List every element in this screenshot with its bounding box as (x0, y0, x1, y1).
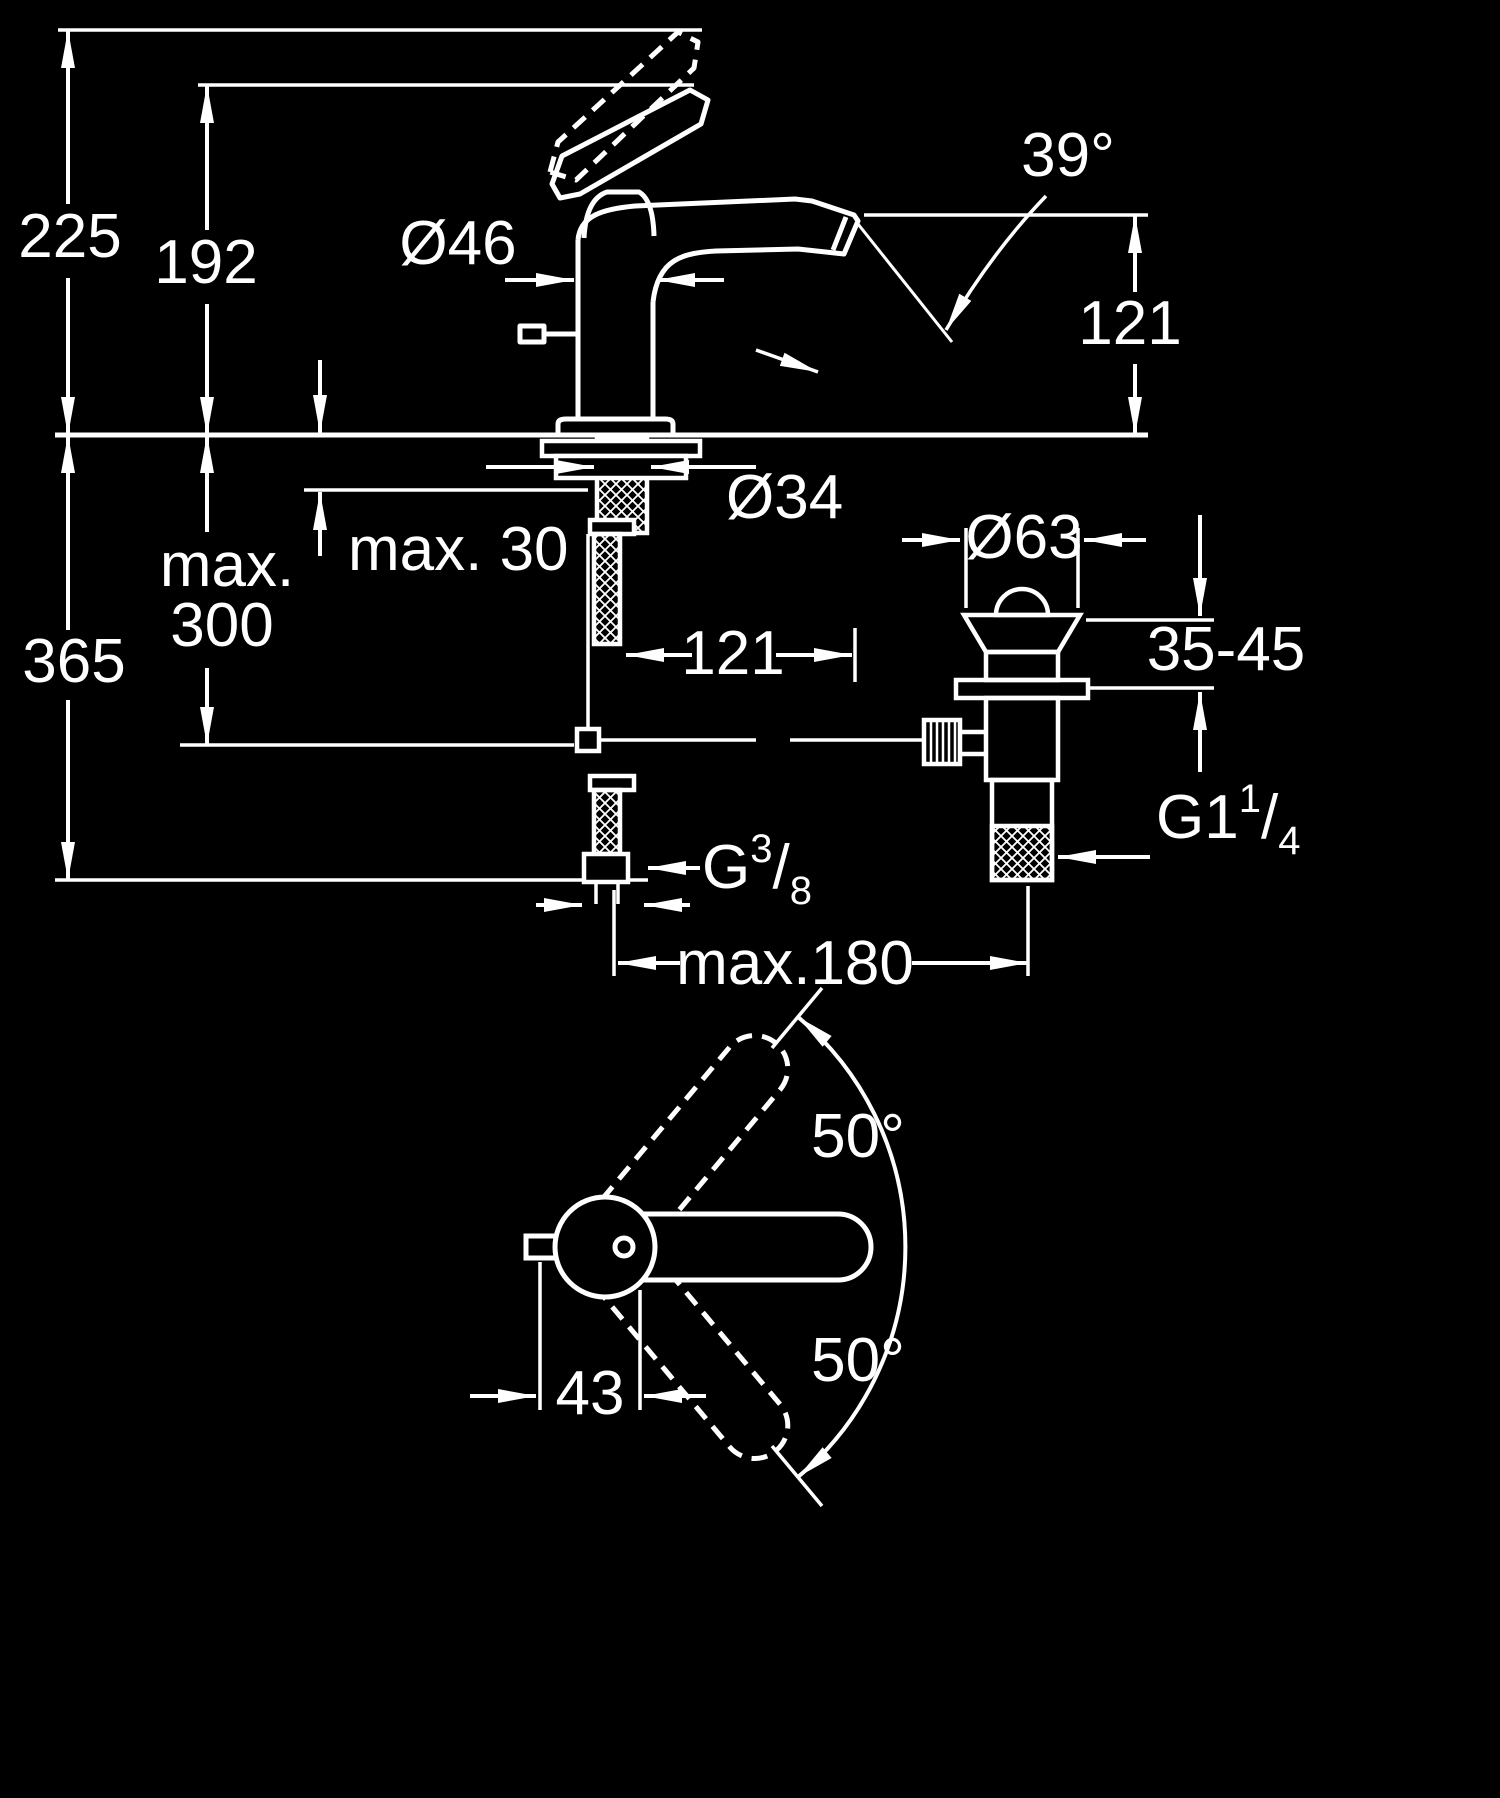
pull-rod-tab (523, 1233, 559, 1261)
spout-angle-reference-line (856, 223, 954, 343)
handle-rest-position (640, 1211, 874, 1283)
handle-top-view (523, 1015, 908, 1479)
pop-up-pull-rod-knob (517, 323, 547, 345)
waste-tailpiece-thread (989, 823, 1055, 883)
waste-body (983, 695, 1061, 783)
lever-handle (549, 87, 711, 201)
aerator-face-line (830, 216, 849, 251)
label-d34: Ø34 (726, 463, 843, 532)
label-365: 365 (22, 627, 125, 696)
supply-hose-lower (591, 787, 623, 857)
label-max300-line2: 300 (170, 591, 273, 660)
label-50deg-upper: 50° (811, 1102, 905, 1171)
label-39deg: 39° (1021, 121, 1115, 190)
cartridge-dome (581, 189, 657, 239)
label-225: 225 (18, 202, 121, 271)
label-121-spout: 121 (1078, 289, 1181, 358)
dim-g3-eighth-leader (536, 861, 700, 912)
lever-handle-raised-dashed (547, 29, 701, 183)
label-121-offset: 121 (681, 619, 784, 688)
spout-angle-leader-arrow (944, 194, 1048, 331)
spout-outline (575, 196, 861, 303)
label-d63: Ø63 (965, 503, 1082, 572)
label-g1-quarter: G11/4 (1156, 777, 1300, 863)
supply-hose-upper (591, 531, 623, 647)
label-max180: max.180 (676, 929, 914, 998)
label-max30: max. 30 (348, 515, 569, 584)
water-flow-arrow (755, 348, 819, 374)
base-collar (555, 416, 676, 435)
waste-neck (983, 649, 1061, 683)
pop-up-waste-assembly (921, 586, 1091, 883)
faucet-side-view (517, 29, 1048, 435)
below-deck-assembly (539, 434, 924, 904)
label-g3-eighth: G3/8 (702, 827, 812, 913)
handle-position-lower-dashed (600, 1250, 791, 1461)
waste-body-flange (953, 677, 1091, 701)
hub-detail-dot (612, 1235, 636, 1259)
waste-flange-funnel (960, 612, 1084, 655)
label-50deg-lower: 50° (811, 1326, 905, 1395)
handle-hub (552, 1194, 658, 1300)
label-d46: Ø46 (399, 209, 516, 278)
reference-lines (55, 28, 1214, 1508)
dimension-lines (61, 30, 1207, 1403)
label-35-45: 35-45 (1147, 615, 1306, 684)
handle-position-upper-dashed (600, 1033, 791, 1244)
waste-plug-dome (993, 586, 1051, 618)
label-43: 43 (556, 1359, 625, 1428)
rod-cross-fitting (574, 726, 602, 754)
label-192: 192 (154, 228, 257, 297)
swivel-arc (796, 1015, 908, 1479)
label-max300-line1: max. (160, 531, 294, 600)
supply-connection-nut (581, 851, 631, 885)
